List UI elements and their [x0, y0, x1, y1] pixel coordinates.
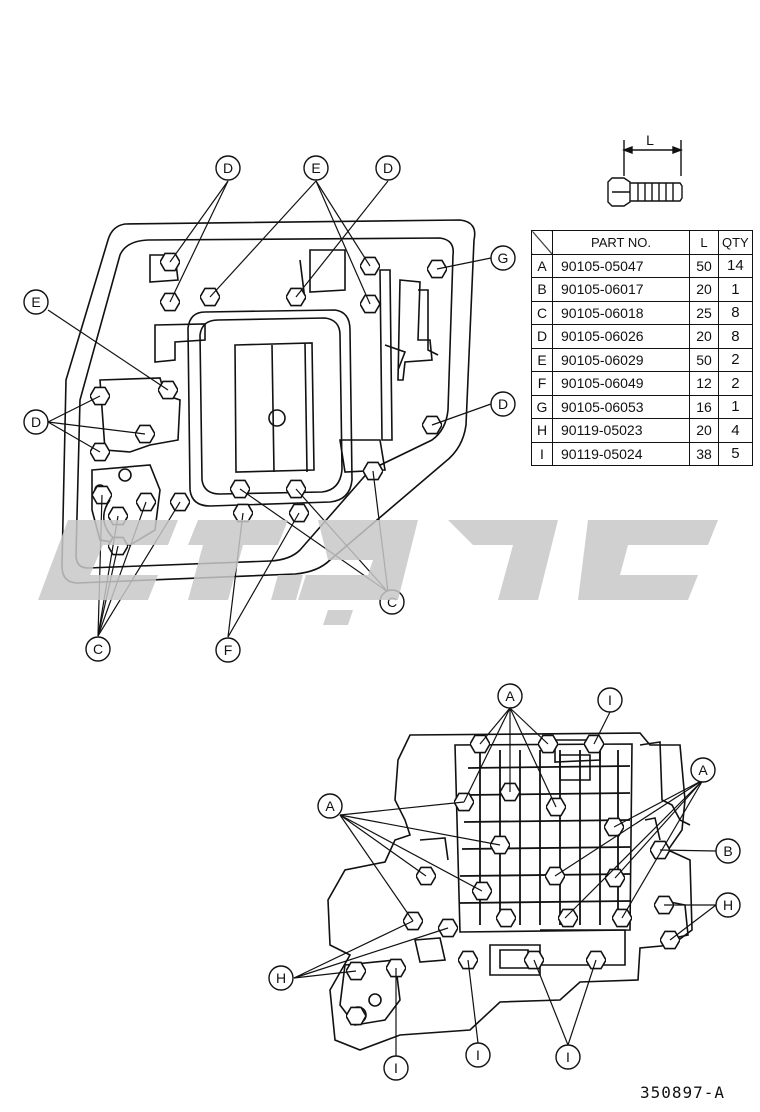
table-header-qty: QTY	[718, 230, 753, 255]
svg-text:D: D	[383, 160, 393, 176]
table-header-corner	[531, 230, 553, 255]
row-length: 16	[689, 394, 719, 419]
callout-b: B	[715, 838, 741, 864]
upper-callouts: D E D G D E D C F C	[23, 155, 516, 663]
svg-text:F: F	[224, 642, 233, 658]
row-length: 50	[689, 253, 719, 278]
row-qty: 4	[718, 418, 753, 443]
row-id: G	[531, 394, 553, 419]
row-id: I	[531, 441, 553, 466]
row-part-number: 90105-06026	[552, 324, 690, 349]
lower-callouts: A I A B A H H I I I	[268, 683, 741, 1081]
callout-h-right: H	[715, 892, 741, 918]
row-qty: 1	[718, 277, 753, 302]
callout-e-top: E	[303, 155, 329, 181]
svg-text:C: C	[387, 594, 397, 610]
svg-text:A: A	[325, 798, 335, 814]
row-part-number: 90105-06053	[552, 394, 690, 419]
callout-g: G	[490, 245, 516, 271]
callout-i-bottom-right: I	[555, 1044, 581, 1070]
table-header-length: L	[689, 230, 719, 255]
row-length: 20	[689, 418, 719, 443]
callout-f: F	[215, 637, 241, 663]
callout-i-bottom-left: I	[383, 1055, 409, 1081]
row-qty: 2	[718, 347, 753, 372]
row-id: E	[531, 347, 553, 372]
callout-d-left: D	[23, 409, 49, 435]
svg-text:B: B	[723, 843, 732, 859]
row-part-number: 90105-05047	[552, 253, 690, 278]
row-part-number: 90105-06017	[552, 277, 690, 302]
row-part-number: 90119-05023	[552, 418, 690, 443]
row-length: 25	[689, 300, 719, 325]
svg-text:I: I	[394, 1060, 398, 1076]
svg-text:I: I	[608, 692, 612, 708]
lower-leader-lines	[293, 707, 717, 1057]
row-length: 20	[689, 324, 719, 349]
row-length: 50	[689, 347, 719, 372]
svg-text:H: H	[276, 970, 286, 986]
row-id: D	[531, 324, 553, 349]
row-part-number: 90119-05024	[552, 441, 690, 466]
callout-a-top: A	[497, 683, 523, 709]
row-part-number: 90105-06018	[552, 300, 690, 325]
row-part-number: 90105-06029	[552, 347, 690, 372]
svg-text:I: I	[476, 1047, 480, 1063]
callout-h-left: H	[268, 965, 294, 991]
svg-text:D: D	[223, 160, 233, 176]
diagram-reference-code: 350897-A	[640, 1083, 726, 1102]
callout-i-top: I	[597, 687, 623, 713]
callout-d-top-right: D	[375, 155, 401, 181]
svg-text:C: C	[93, 641, 103, 657]
svg-text:E: E	[31, 294, 40, 310]
row-qty: 8	[718, 324, 753, 349]
row-id: H	[531, 418, 553, 443]
bolt-dimension-illustration	[607, 140, 683, 207]
callout-c-left: C	[85, 636, 111, 662]
svg-text:D: D	[498, 396, 508, 412]
row-id: C	[531, 300, 553, 325]
row-qty: 2	[718, 371, 753, 396]
svg-text:H: H	[723, 897, 733, 913]
row-qty: 8	[718, 300, 753, 325]
brand-watermark-logo	[38, 520, 718, 625]
dimension-label: L	[646, 132, 654, 148]
row-id: F	[531, 371, 553, 396]
callout-a-left: A	[317, 793, 343, 819]
row-part-number: 90105-06049	[552, 371, 690, 396]
callout-d-right: D	[490, 391, 516, 417]
svg-text:A: A	[698, 762, 708, 778]
callout-d-top-left: D	[215, 155, 241, 181]
row-qty: 1	[718, 394, 753, 419]
callout-a-right: A	[690, 757, 716, 783]
svg-text:G: G	[498, 250, 509, 266]
table-header-part-no: PART NO.	[552, 230, 690, 255]
svg-text:I: I	[566, 1049, 570, 1065]
callout-i-bottom-mid: I	[465, 1042, 491, 1068]
row-qty: 5	[718, 441, 753, 466]
row-id: A	[531, 253, 553, 278]
callout-e-left: E	[23, 289, 49, 315]
svg-text:A: A	[505, 688, 515, 704]
row-length: 38	[689, 441, 719, 466]
row-length: 20	[689, 277, 719, 302]
table-header-row: PART NO. L QTY	[531, 230, 753, 255]
svg-text:E: E	[311, 160, 320, 176]
row-id: B	[531, 277, 553, 302]
svg-text:D: D	[31, 414, 41, 430]
row-qty: 14	[718, 253, 753, 278]
row-length: 12	[689, 371, 719, 396]
